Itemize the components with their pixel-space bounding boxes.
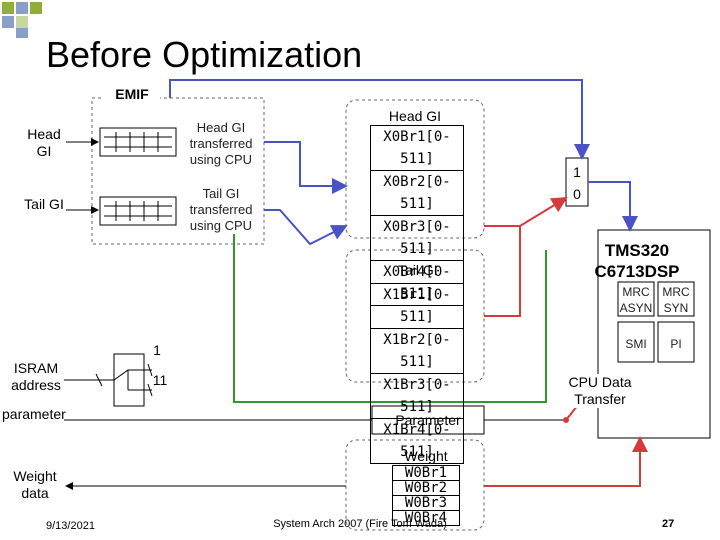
- head-gi-row: X0Br2[0-511]: [371, 171, 463, 216]
- head-gi-row: X0Br3[0-511]: [371, 216, 463, 261]
- head-gi-boundary: [345, 99, 485, 239]
- red-wire-head: [484, 196, 568, 227]
- parameter-box: Parameter: [395, 412, 461, 428]
- tail-gi-row: X1Br3[0-511]: [371, 374, 463, 419]
- mrc-syn: MRC SYN: [662, 285, 690, 315]
- red-wire-weight: [484, 436, 648, 487]
- head-gi-title: Head GI: [388, 108, 442, 124]
- isram-address-label: ISRAM address: [11, 360, 61, 393]
- tail-gi-memory: Tail GI X1Br1[0-511] X1Br2[0-511] X1Br3[…: [350, 262, 480, 464]
- mux-input-1: 1: [153, 342, 161, 358]
- green-wire: [233, 234, 547, 403]
- tail-gi-boundary: [345, 249, 485, 383]
- weight-title: Weight: [404, 448, 448, 464]
- blue-wire-top: [169, 79, 590, 160]
- weight-row: W0Br3: [393, 496, 459, 511]
- blue-wire-tail: [264, 209, 348, 246]
- register-icon: [99, 196, 177, 226]
- weight-row: W0Br4: [404, 510, 448, 526]
- corner-decoration: [0, 0, 60, 40]
- parameter-label: parameter: [2, 406, 66, 422]
- tail-gi-label: Tail GI: [24, 196, 64, 212]
- mrc-asyn-outline: [617, 281, 655, 317]
- head-gi-label: Head GI: [27, 126, 61, 159]
- weight-memory: Weight W0Br1 W0Br2 W0Br3 W0Br4: [350, 448, 480, 526]
- mrc-asyn: MRC ASYN: [619, 285, 653, 315]
- blue-wire-head: [264, 141, 348, 194]
- blue-wire-dsp: [588, 181, 638, 232]
- mux-outline: [113, 353, 145, 407]
- footer-center: System Arch 2007 (Fire Tom Wada): [273, 518, 447, 530]
- footer-date: 9/13/2021: [46, 520, 95, 532]
- mrc-syn-outline: [657, 281, 695, 317]
- red-wire-tail: [484, 226, 521, 317]
- tail-gi-note: Tail GI transferred using CPU: [189, 186, 253, 233]
- mux-input-11: 11: [152, 372, 168, 388]
- head-gi-note: Head GI transferred using CPU: [189, 120, 253, 167]
- head-gi-row: X0Br4[0-511]: [383, 264, 451, 302]
- head-gi-memory: Head GI X0Br1[0-511] X0Br2[0-511] X0Br3[…: [350, 108, 480, 306]
- pi: PI: [670, 337, 682, 351]
- smi-outline: [617, 321, 655, 363]
- tail-register: [98, 195, 178, 227]
- register-icon: [99, 127, 177, 157]
- tail-gi-row: X1Br4[0-511]: [383, 422, 451, 460]
- emif-boundary: [91, 97, 265, 245]
- emif-label: EMIF: [104, 86, 160, 103]
- cpu-data-transfer: CPU Data Transfer: [568, 374, 632, 408]
- pi-outline: [657, 321, 695, 363]
- weight-row: W0Br1: [393, 466, 459, 481]
- tail-gi-row: X1Br2[0-511]: [371, 329, 463, 374]
- weight-data-label: Weight data: [13, 468, 57, 501]
- selector-1: 1: [573, 164, 581, 180]
- tail-gi-row: X1Br1[0-511]: [371, 284, 463, 329]
- corner-squares: [2, 2, 42, 38]
- head-register: [98, 126, 178, 158]
- weight-row: W0Br2: [393, 481, 459, 496]
- smi: SMI: [625, 337, 647, 351]
- head-gi-row: X0Br1[0-511]: [371, 126, 463, 171]
- page-title: Before Optimization: [46, 34, 363, 75]
- selector-0: 0: [573, 186, 581, 202]
- dsp-name: TMS320 C6713DSP: [594, 241, 680, 281]
- tail-gi-title: Tail GI: [398, 262, 438, 278]
- page-number: 27: [662, 518, 675, 530]
